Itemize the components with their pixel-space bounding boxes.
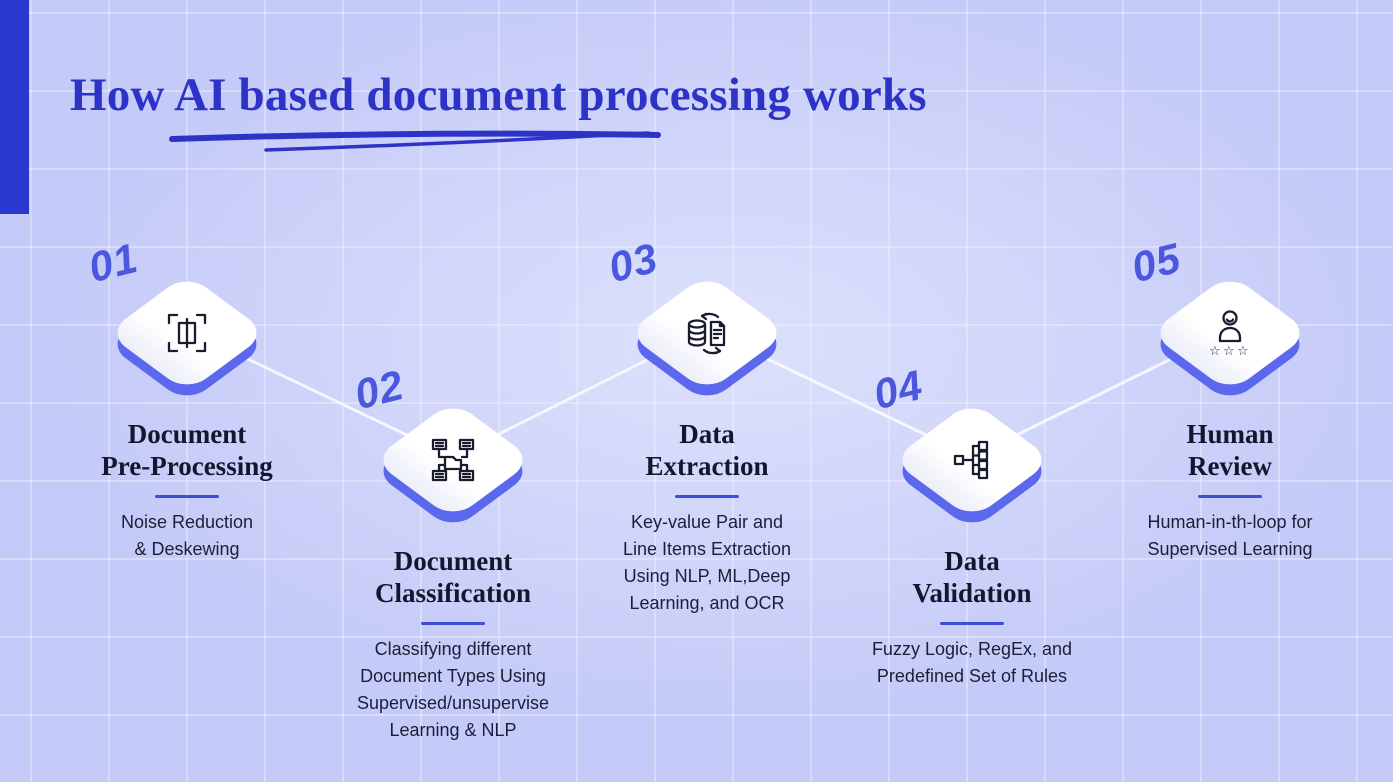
step-title: Data Extraction [645, 419, 769, 481]
step-title: Data Validation [912, 546, 1032, 608]
database-document-sync-icon [619, 263, 795, 403]
step-description: Classifying different Document Types Usi… [356, 639, 550, 741]
step-title-underline [155, 495, 219, 499]
page-title: How AI based document processing works [70, 69, 927, 121]
hand-drawn-underline-icon [169, 130, 661, 152]
step-document-pre-processing: 01 Document Pre-Processing Noise Reducti… [47, 234, 327, 563]
compare-documents-icon [99, 263, 275, 403]
person-rating-icon: ☆ ☆ ☆ [1142, 263, 1318, 403]
svg-text:☆: ☆ [1223, 344, 1235, 358]
svg-text:☆: ☆ [1209, 344, 1221, 358]
diamond-card [365, 390, 541, 531]
step-data-validation: 04 Data Validation Fuzzy Logic, RegEx, a… [832, 361, 1112, 690]
step-description: Key-value Pair and Line Items Extraction… [622, 512, 792, 614]
folder-classification-icon [365, 390, 541, 530]
diamond-card: ☆ ☆ ☆ [1142, 263, 1318, 404]
step-title: Document Classification [374, 546, 531, 608]
hierarchy-tree-icon [884, 390, 1060, 530]
diamond-card [619, 263, 795, 404]
step-title: Human Review [1186, 419, 1274, 481]
step-human-review: 05 ☆ ☆ ☆ Human Review Human-in-th-loop f… [1090, 234, 1370, 563]
step-title: Document Pre-Processing [101, 419, 273, 481]
diamond-card [99, 263, 275, 404]
step-title-underline [940, 622, 1004, 626]
step-title-underline [675, 495, 739, 499]
step-description: Noise Reduction & Deskewing [120, 512, 254, 560]
step-data-extraction: 03 Data Extraction [567, 234, 847, 617]
step-description: Fuzzy Logic, RegEx, and Predefined Set o… [871, 639, 1073, 687]
step-title-underline [1198, 495, 1262, 499]
step-description: Human-in-th-loop for Supervised Learning [1147, 512, 1313, 560]
svg-text:☆: ☆ [1237, 344, 1249, 358]
diamond-card [884, 390, 1060, 531]
step-title-underline [421, 622, 485, 626]
accent-left-bar [0, 0, 29, 214]
step-document-classification: 02 [313, 361, 593, 744]
